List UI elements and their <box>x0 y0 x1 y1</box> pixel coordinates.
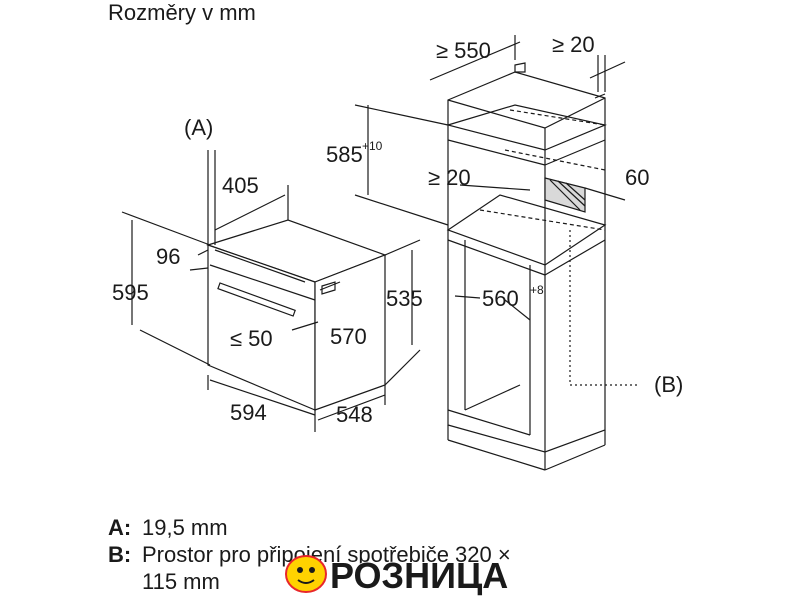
niche-width-label: ≥ 550 <box>436 38 491 63</box>
niche-depth-label: 560 <box>482 286 519 311</box>
note-a-text: 19,5 mm <box>142 515 228 540</box>
oven-depth-label: 548 <box>336 402 373 427</box>
page-title: Rozměry v mm <box>108 0 256 25</box>
oven-height-label: 595 <box>112 280 149 305</box>
oven-front-inner-label: 570 <box>330 324 367 349</box>
note-a-key: A: <box>108 515 132 540</box>
note-b-text: Prostor pro připojení spotřebiče 320 × <box>142 542 511 567</box>
dimension-labels: ≥ 550 ≥ 20 585 +10 ≥ 20 60 560 +8 (A) (B… <box>112 32 683 427</box>
niche-height-tolerance: +10 <box>362 139 383 153</box>
back-gap-label: ≥ 20 <box>552 32 595 57</box>
niche-depth-tolerance: +8 <box>530 283 544 297</box>
b-marker: (B) <box>654 372 683 397</box>
a-marker: (A) <box>184 115 213 140</box>
front-gap-label: ≥ 20 <box>428 165 471 190</box>
oven-gap-label: ≤ 50 <box>230 326 273 351</box>
note-b-key: B: <box>108 542 132 567</box>
note-b: B: Prostor pro připojení spotřebiče 320 × <box>108 541 511 568</box>
mascot-icon <box>285 555 327 593</box>
niche-height-label: 585 <box>326 142 363 167</box>
watermark-logo: РОЗНИЦА <box>285 554 509 597</box>
oven-body-height-label: 535 <box>386 286 423 311</box>
note-b-continuation: 115 mm <box>142 569 220 594</box>
oven-width-label: 594 <box>230 400 267 425</box>
oven-panel-depth-label: 405 <box>222 173 259 198</box>
oven-top-offset-label: 96 <box>156 244 180 269</box>
logo-text: РОЗНИЦА <box>330 555 508 596</box>
footnotes: A: 19,5 mm B: Prostor pro připojení spotře… <box>108 514 511 595</box>
note-a: A: 19,5 mm <box>108 514 511 541</box>
vent-depth-label: 60 <box>625 165 649 190</box>
cabinet-drawing <box>121 35 640 471</box>
